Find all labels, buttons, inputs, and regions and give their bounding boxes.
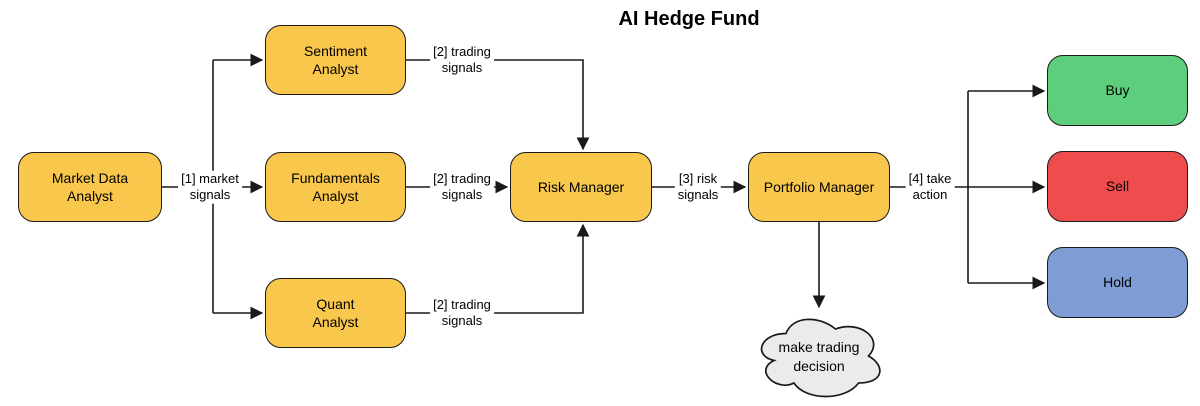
node-label: Risk Manager [537, 178, 625, 195]
node-portfolio-manager: Portfolio Manager [748, 152, 890, 222]
node-label: Hold [1103, 274, 1132, 291]
node-label: Sell [1105, 178, 1130, 195]
edge-label-risk-signals: [3] risk signals [674, 170, 722, 204]
edge-label-trading-signals-middle: [2] trading signals [430, 170, 494, 204]
node-hold: Hold [1047, 247, 1188, 318]
node-label: Fundamentals Analyst [291, 169, 380, 204]
node-label: Quant Analyst [312, 295, 359, 330]
node-label: Market Data Analyst [51, 169, 129, 204]
edge-label-trading-signals-top: [2] trading signals [430, 43, 494, 77]
node-market-data-analyst: Market Data Analyst [18, 152, 162, 222]
node-label: Portfolio Manager [763, 178, 875, 195]
node-sentiment-analyst: Sentiment Analyst [265, 25, 406, 95]
edge-label-market-signals: [1] market signals [178, 170, 242, 204]
edge-label-take-action: [4] take action [905, 170, 955, 204]
node-risk-manager: Risk Manager [510, 152, 652, 222]
node-buy: Buy [1047, 55, 1188, 126]
node-fundamentals-analyst: Fundamentals Analyst [265, 152, 406, 222]
diagram-title: AI Hedge Fund [618, 8, 760, 30]
node-quant-analyst: Quant Analyst [265, 278, 406, 348]
node-label: Sentiment Analyst [303, 42, 368, 77]
decision-cloud-shape [760, 318, 881, 398]
decision-cloud-label: make trading decision [778, 339, 860, 374]
edge-label-trading-signals-bottom: [2] trading signals [430, 296, 494, 330]
node-sell: Sell [1047, 151, 1188, 222]
node-label: Buy [1105, 82, 1130, 99]
